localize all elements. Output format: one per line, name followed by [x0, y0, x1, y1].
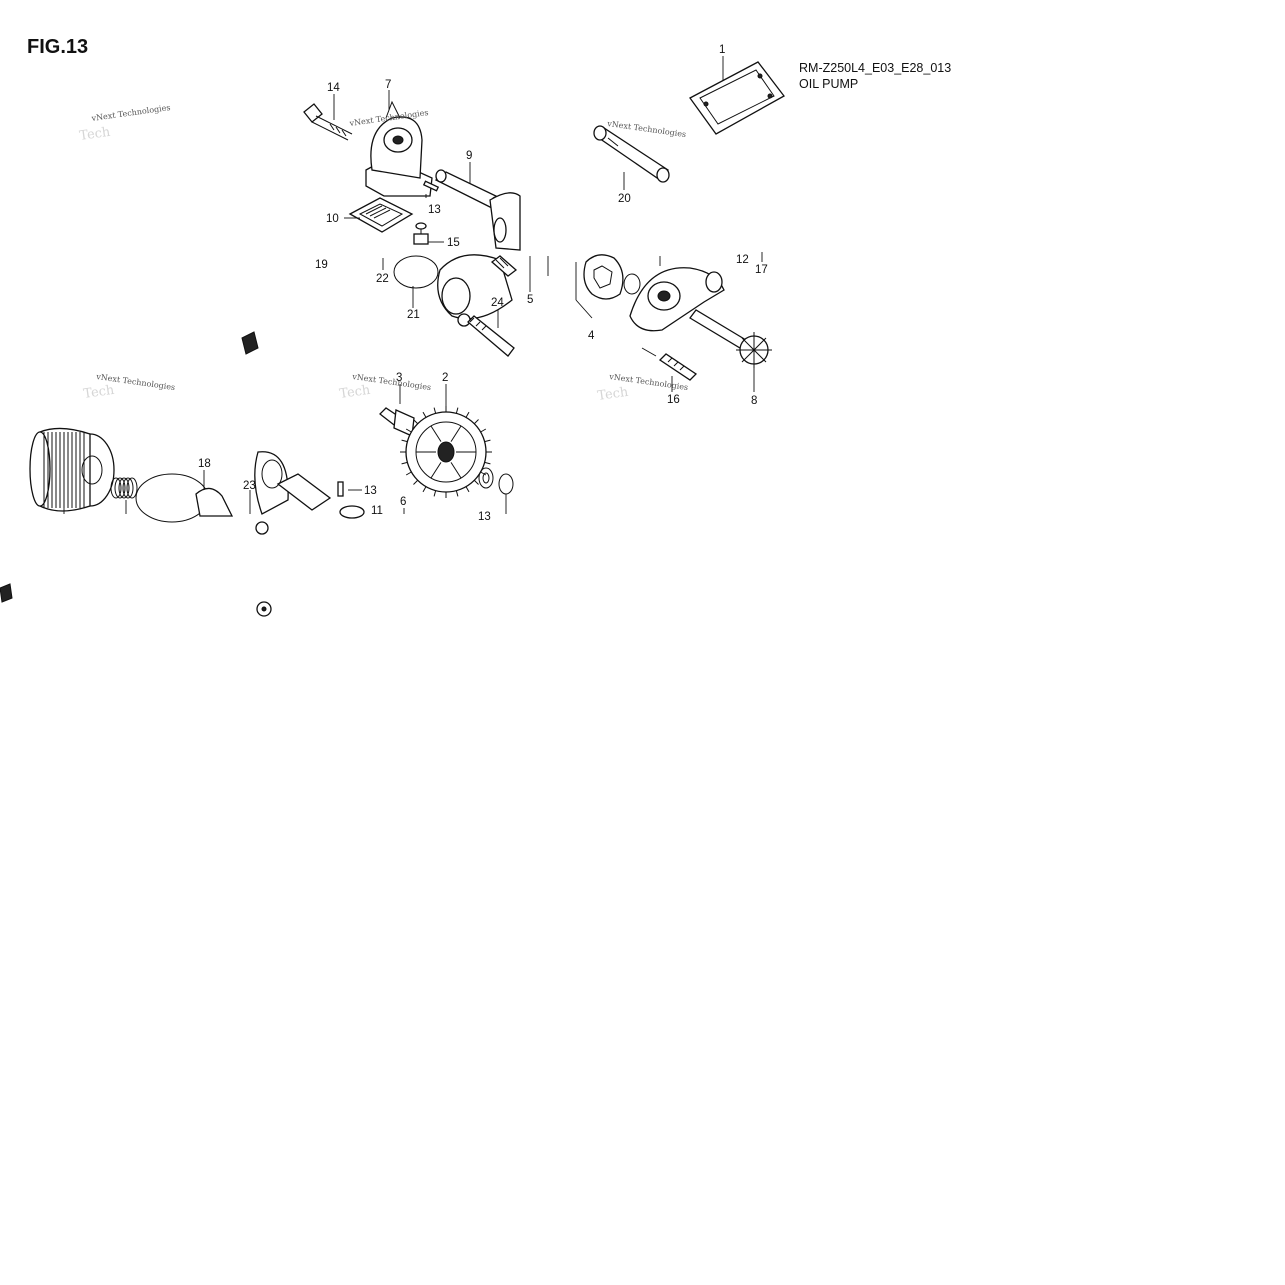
callout-18: 18	[198, 458, 211, 470]
callout-7: 7	[385, 79, 391, 91]
part-3-bolt	[379, 407, 415, 437]
callout-8: 8	[751, 395, 757, 407]
rotor-body	[437, 254, 513, 327]
pump-housing	[489, 192, 521, 251]
figure-code: RM-Z250L4_E03_E28_013	[799, 61, 952, 75]
part-14-bolt	[303, 103, 353, 141]
part-1-plate	[689, 61, 785, 135]
part-20-shaft	[593, 125, 670, 183]
part-13-pin-upper	[422, 180, 440, 192]
part-4-rotor	[583, 254, 641, 300]
part-16-bolt	[658, 353, 698, 381]
callouts: 1 2 3 4 5 6 7 8 9 10 11 12 13 13 13 14 1…	[198, 44, 768, 523]
callout-4: 4	[588, 330, 595, 342]
callout-1: 1	[719, 44, 725, 56]
watermark-1: vNext Technologies	[90, 103, 171, 123]
small-gear-b	[256, 601, 272, 617]
callout-5: 5	[527, 294, 533, 306]
callout-23: 23	[243, 480, 256, 492]
part-21-o-ring	[393, 255, 439, 289]
figure-title: FIG.13	[27, 36, 89, 58]
figure-subtitle: OIL PUMP	[799, 77, 859, 91]
callout-17: 17	[755, 264, 768, 276]
callout-2: 2	[442, 372, 448, 384]
pump-body-right	[629, 267, 725, 332]
svg-text:Tech: Tech	[338, 383, 371, 402]
leader-lines	[63, 56, 763, 514]
oil-filter	[29, 427, 115, 512]
part-13-pin-lower	[337, 481, 344, 497]
svg-text:Tech: Tech	[78, 125, 111, 144]
part-2-sprocket	[400, 406, 492, 498]
callout-24: 24	[491, 297, 504, 309]
fwd-mark	[241, 331, 259, 355]
part-10-gasket	[348, 197, 414, 233]
callout-10: 10	[326, 213, 339, 225]
part-15-screw	[413, 222, 429, 245]
part-8-gear-shaft	[689, 309, 772, 368]
callout-12: 12	[736, 254, 749, 266]
part-7-pump-cover	[365, 100, 433, 197]
spring	[110, 477, 138, 499]
callout-13-upper: 13	[428, 204, 441, 216]
filter-cover-ring	[135, 473, 234, 523]
svg-text:Tech: Tech	[596, 385, 629, 404]
callout-3: 3	[396, 372, 402, 384]
part-5-spline	[490, 255, 518, 277]
callout-9: 9	[466, 150, 472, 162]
callout-22: 22	[376, 273, 389, 285]
part-24-pin	[467, 315, 515, 357]
fwd-mark-left	[0, 583, 13, 603]
watermark-3: vNext Technologies	[606, 119, 687, 139]
part-12-washer	[478, 467, 494, 489]
callout-14: 14	[327, 82, 340, 94]
callout-19: 19	[315, 259, 328, 271]
part-11-sleeve	[276, 473, 365, 519]
callout-13-lower: 13	[478, 511, 491, 523]
callout-6: 6	[400, 496, 406, 508]
callout-15: 15	[447, 237, 460, 249]
part-23-housing	[254, 451, 289, 515]
circlip	[498, 473, 514, 495]
callout-16: 16	[667, 394, 680, 406]
callout-20: 20	[618, 193, 631, 205]
small-gear-a	[255, 521, 269, 535]
svg-text:Tech: Tech	[82, 383, 115, 402]
callout-21: 21	[407, 309, 420, 321]
callout-13-middle: 13	[364, 485, 377, 497]
callout-11: 11	[371, 505, 383, 517]
